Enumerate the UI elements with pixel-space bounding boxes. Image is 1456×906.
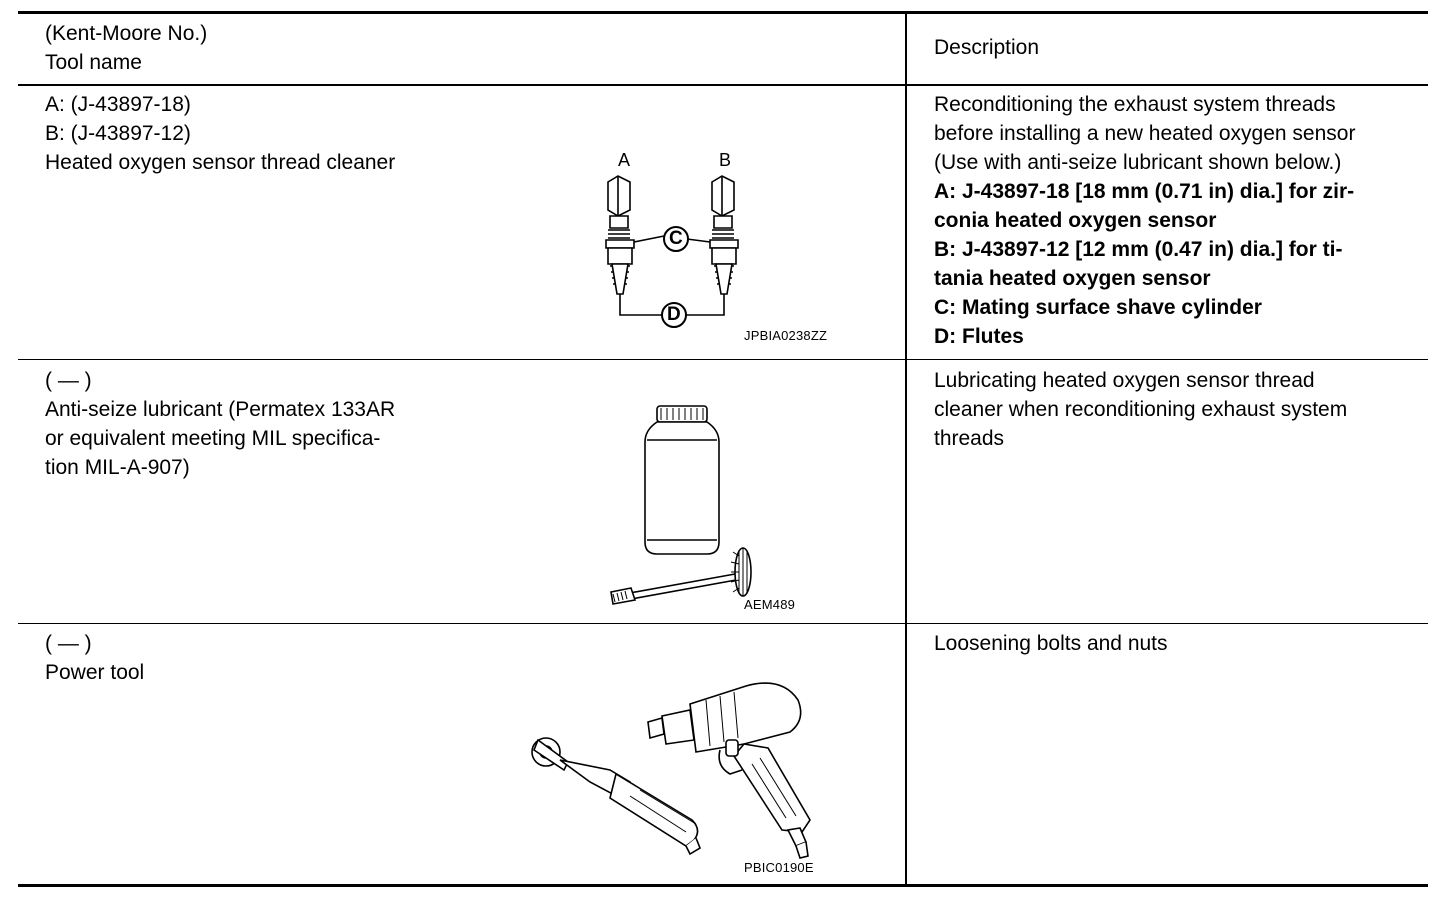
air-ratchet-icon (532, 738, 700, 854)
description-line: (Use with anti-seize lubricant shown bel… (934, 151, 1342, 174)
tool-number-b: B: (J-43897-12) (45, 122, 191, 145)
tool-name: tion MIL-A-907) (45, 456, 190, 479)
tool-name: Power tool (45, 661, 145, 684)
description-bold-line: tania heated oxygen sensor (934, 267, 1211, 290)
description-bold-line: C: Mating surface shave cylinder (934, 296, 1262, 319)
column-divider (905, 13, 907, 885)
description-line: Reconditioning the exhaust system thread… (934, 93, 1336, 116)
description-line: threads (934, 427, 1005, 450)
tool-name: Anti-seize lubricant (Permatex 133AR (45, 398, 396, 421)
power-tool-illustration (520, 670, 850, 870)
tool-number-a: A: (J-43897-18) (45, 93, 191, 116)
description-bold-line: conia heated oxygen sensor (934, 209, 1217, 232)
description-bold-line: D: Flutes (934, 325, 1024, 348)
table-bottom-rule (18, 884, 1428, 887)
tool-number: ( — ) (45, 632, 92, 655)
row-divider-2 (18, 623, 1428, 624)
figure-code: PBIC0190E (744, 860, 814, 875)
figure-label-c: C (669, 228, 683, 249)
description-bold-line: B: J-43897-12 [12 mm (0.47 in) dia.] for… (934, 238, 1343, 261)
bottle-icon (645, 406, 719, 554)
header-tool-col-line2: Tool name (45, 51, 142, 74)
figure-code: AEM489 (744, 597, 796, 612)
description-line: cleaner when reconditioning exhaust syst… (934, 398, 1348, 421)
thread-cleaner-b (710, 176, 738, 302)
brush-icon (611, 548, 751, 604)
lubricant-bottle-illustration (605, 400, 775, 610)
description-line: Loosening bolts and nuts (934, 632, 1168, 655)
figure-label-d: D (667, 304, 681, 325)
description-bold-line: A: J-43897-18 [18 mm (0.71 in) dia.] for… (934, 180, 1355, 203)
impact-wrench-icon (648, 683, 810, 858)
tool-name: Heated oxygen sensor thread cleaner (45, 151, 396, 174)
header-tool-col-line1: (Kent-Moore No.) (45, 22, 208, 45)
figure-code: JPBIA0238ZZ (744, 328, 828, 343)
figure-label-b: B (719, 150, 732, 170)
description-line: before installing a new heated oxygen se… (934, 122, 1356, 145)
thread-cleaner-illustration (590, 170, 760, 340)
description-line: Lubricating heated oxygen sensor thread (934, 369, 1315, 392)
table-top-rule (18, 11, 1428, 14)
row-divider-1 (18, 359, 1428, 360)
header-description-col: Description (934, 36, 1040, 59)
thread-cleaner-a (606, 176, 634, 302)
tool-name: or equivalent meeting MIL specifica- (45, 427, 381, 450)
header-divider (18, 84, 1428, 86)
tool-number: ( — ) (45, 369, 92, 392)
figure-label-a: A (618, 150, 631, 170)
